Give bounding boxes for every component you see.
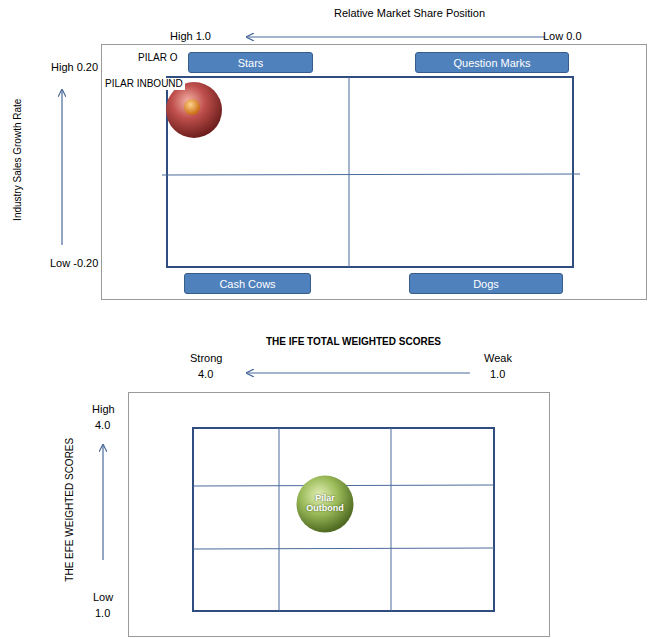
point-label: PILAR O (138, 52, 177, 64)
axis-end: Strong (190, 352, 222, 365)
axis-end: High 0.20 (51, 61, 98, 74)
quadrant-label-box: Dogs (409, 273, 563, 294)
axis-end: Low 0.0 (543, 30, 582, 43)
quadrant-label-box: Question Marks (415, 52, 569, 73)
quadrant-label-box: Cash Cows (184, 273, 311, 294)
axis-title: THE EFE WEIGHTED SCORES (64, 438, 76, 582)
axis-end: 1.0 (95, 607, 110, 620)
node-text: Pilar Outbond (296, 494, 354, 514)
axis-end: Low (93, 591, 113, 604)
axis-end: 4.0 (95, 419, 110, 432)
axis-title: THE IFE TOTAL WEIGHTED SCORES (266, 336, 441, 348)
node-text: Dogs (473, 278, 499, 290)
node-text: Question Marks (453, 57, 530, 69)
axis-end: High 1.0 (170, 30, 211, 43)
axis-end: 1.0 (490, 368, 505, 381)
axis-end: 4.0 (198, 368, 213, 381)
axis-end: High (92, 403, 115, 416)
node-text: Stars (238, 57, 264, 69)
axis-end: Weak (484, 352, 512, 365)
axis-title: Industry Sales Growth Rate (12, 99, 24, 221)
node-text: Cash Cows (219, 278, 275, 290)
quadrant-label-box: Stars (188, 52, 313, 73)
axis-end: Low -0.20 (50, 257, 98, 270)
point-label: PILAR INBOUND (103, 78, 185, 90)
axis-title: Relative Market Share Position (334, 7, 485, 20)
strategy-bubble: Pilar Outbond (296, 475, 354, 533)
